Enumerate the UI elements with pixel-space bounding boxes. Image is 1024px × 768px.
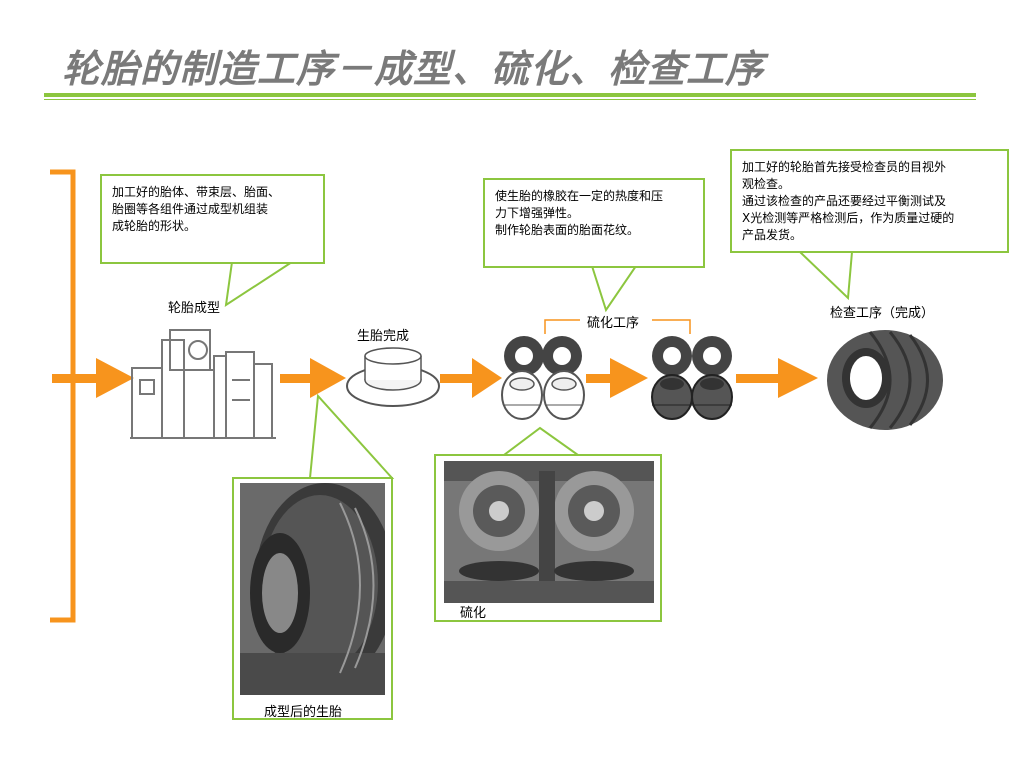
curing-process-label: 硫化工序 xyxy=(587,316,640,331)
curing-callout-line: 使生胎的橡胶在一定的热度和压 xyxy=(495,189,664,203)
curing-photo xyxy=(444,461,654,603)
title-divider-thin xyxy=(44,99,976,100)
forming-callout-line: 加工好的胎体、带束层、胎面、 xyxy=(112,185,281,199)
green-tire-photo-tail xyxy=(308,393,395,479)
inspection-callout-line: 通过该检查的产品还要经过平衡测试及 xyxy=(742,194,947,208)
green-tire-photo xyxy=(240,483,385,695)
left-bracket xyxy=(50,169,76,623)
curing-bracket xyxy=(544,319,691,334)
forming-machine-icon xyxy=(130,329,276,439)
forming-callout: 加工好的胎体、带束层、胎面、 胎圈等各组件通过成型机组装 成轮胎的形状。 xyxy=(100,174,325,264)
page-title: 轮胎的制造工序－成型、硫化、检查工序 xyxy=(62,47,765,91)
forming-label: 轮胎成型 xyxy=(168,301,221,316)
curing-callout: 使生胎的橡胶在一定的热度和压 力下增强弹性。 制作轮胎表面的胎面花纹。 xyxy=(483,178,705,268)
finished-tire-icon xyxy=(827,330,943,430)
title-divider xyxy=(44,93,976,97)
inspection-callout-line: 加工好的轮胎首先接受检查员的目视外 xyxy=(742,160,947,174)
green-tire-icon xyxy=(346,347,440,407)
curing-callout-tail xyxy=(590,265,638,313)
curing-press-after-icon xyxy=(651,336,733,420)
inspection-process-label: 检查工序（完成） xyxy=(830,306,935,321)
curing-photo-tail xyxy=(501,426,582,456)
green-tire-caption: 成型后的生胎 xyxy=(264,705,343,720)
curing-callout-line: 制作轮胎表面的胎面花纹。 xyxy=(495,223,640,237)
inspection-callout-tail xyxy=(797,251,854,301)
inspection-callout-line: 产品发货。 xyxy=(742,228,803,242)
inspection-callout-line: X光检测等严格检测后，作为质量过硬的 xyxy=(742,211,955,225)
curing-caption: 硫化 xyxy=(460,606,487,621)
curing-photo-frame: 硫化 xyxy=(434,454,662,622)
forming-callout-tail xyxy=(224,261,296,308)
inspection-callout: 加工好的轮胎首先接受检查员的目视外 观检查。 通过该检查的产品还要经过平衡测试及… xyxy=(730,149,1009,253)
forming-callout-line: 胎圈等各组件通过成型机组装 xyxy=(112,202,269,216)
inspection-callout-line: 观检查。 xyxy=(742,177,791,191)
forming-callout-line: 成轮胎的形状。 xyxy=(112,219,197,233)
green-tire-photo-frame: 成型后的生胎 xyxy=(232,477,393,720)
curing-press-before-icon xyxy=(501,336,585,420)
green-tire-label: 生胎完成 xyxy=(357,329,410,344)
curing-callout-line: 力下增强弹性。 xyxy=(495,206,580,220)
flow-arrows xyxy=(52,358,818,398)
